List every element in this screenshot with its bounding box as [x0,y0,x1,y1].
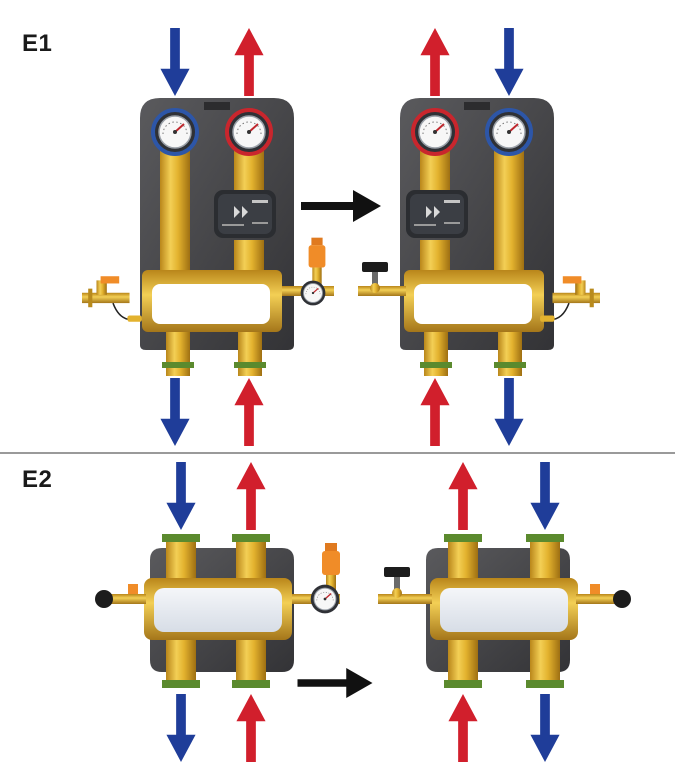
e1-right-pump [406,190,468,238]
e2-left-expansion-gauge [310,584,340,614]
e2-right-return-in-arrow-down-icon [530,462,560,530]
e2-left-supply-in-arrow-up-icon [236,694,266,762]
e2-right-supply-out-arrow-up-icon [448,462,478,530]
e1-right-supply-out-arrow-up-icon [420,28,450,96]
e2-right-return-out-arrow-down-icon [530,694,560,762]
e1-left-station [82,98,334,376]
e1-left-drain-valve [82,275,143,323]
e2-right-manifold [378,534,631,688]
e1-left-return-out-arrow-down-icon [160,378,190,446]
e2-left-return-in-arrow-down-icon [166,462,196,530]
section-label-e2: E2 [22,466,53,493]
e1-left-supply-in-arrow-up-icon [234,378,264,446]
e2-left-return-out-arrow-down-icon [166,694,196,762]
e1-left-pump [214,190,276,238]
e2-left-manifold [95,534,340,688]
e2-left-supply-out-arrow-up-icon [236,462,266,530]
e2-transition-arrow-right-icon [297,668,373,698]
e1-left-return-in-arrow-down-icon [160,28,190,96]
e1-right-return-in-arrow-down-icon [494,28,524,96]
section-divider [0,452,675,454]
e2-right-supply-in-arrow-up-icon [448,694,478,762]
e1-left-safety-valve [308,237,326,285]
e1-left-supply-out-arrow-up-icon [234,28,264,96]
e1-right-station [358,98,600,376]
e1-right-return-out-arrow-down-icon [494,378,524,446]
e1-right-supply-in-arrow-up-icon [420,378,450,446]
e2-right-shutoff-valve [384,567,410,598]
e1-left-expansion-gauge [300,280,326,306]
section-label-e1: E1 [22,30,53,57]
e1-transition-arrow-right-icon [301,190,381,222]
